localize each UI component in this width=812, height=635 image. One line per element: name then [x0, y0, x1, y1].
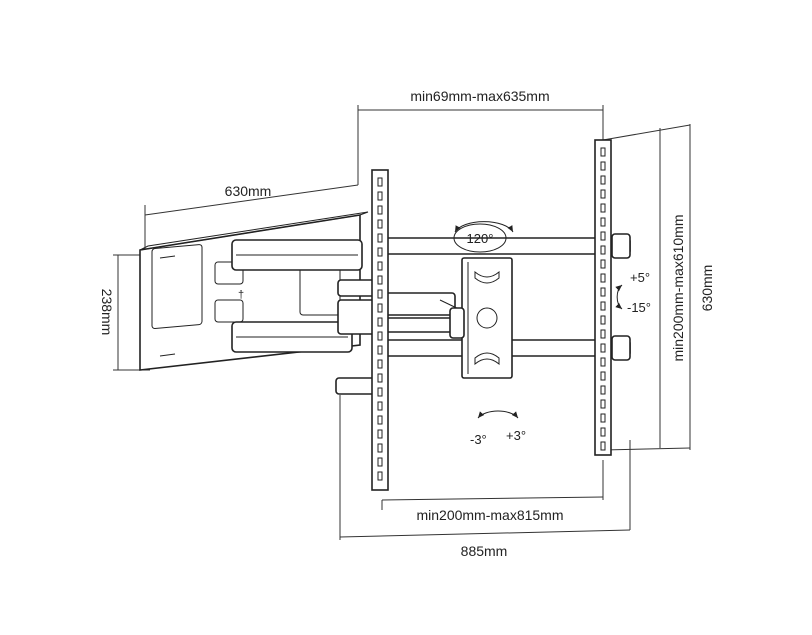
bracket-slot [377, 275, 383, 285]
bracket-slot [600, 301, 606, 311]
swivel-badge: 120° [453, 223, 507, 253]
bracket-slot [377, 205, 383, 215]
bracket-slot [377, 471, 383, 481]
bracket-slot [377, 177, 383, 187]
tilt-down-label: -15° [627, 300, 651, 315]
bracket-slot [377, 443, 383, 453]
top-width-label: min69mm-max635mm [410, 88, 549, 104]
bracket-slot [600, 161, 606, 171]
bracket-slot [377, 345, 383, 355]
bracket-slot [600, 217, 606, 227]
arm-length-label: 630mm [225, 183, 272, 199]
swivel-angle-label: 120° [467, 231, 494, 246]
bracket-slot [377, 373, 383, 383]
bracket-slot [377, 331, 383, 341]
svg-text:†: † [238, 289, 244, 301]
overall-width-label: 885mm [461, 543, 508, 559]
center-plate [449, 257, 513, 379]
bracket-slot [600, 175, 606, 185]
wall-plate-height-label: 238mm [99, 289, 115, 336]
overall-height-label: 630mm [699, 265, 715, 312]
bracket-slot [600, 231, 606, 241]
bracket-slot [377, 359, 383, 369]
bracket-slot [600, 287, 606, 297]
bracket-slot [377, 457, 383, 467]
bracket-slot [600, 371, 606, 381]
bracket-slot [600, 273, 606, 283]
tilt-up-label: +5° [630, 270, 650, 285]
bracket-slot [377, 261, 383, 271]
bracket-slot [600, 441, 606, 451]
bracket-slot [600, 343, 606, 353]
bracket-slot [377, 401, 383, 411]
bracket-slot [377, 429, 383, 439]
rotation-arrows [454, 221, 623, 419]
horizontal-range-label: min200mm-max815mm [416, 507, 563, 523]
bracket-slot [600, 413, 606, 423]
bracket-slot [377, 247, 383, 257]
bracket-slot [600, 357, 606, 367]
bracket-slot [600, 399, 606, 409]
bracket-slot [600, 385, 606, 395]
bracket-slot [600, 427, 606, 437]
vertical-range-label: min200mm-max610mm [670, 214, 686, 361]
bracket-slot [377, 303, 383, 313]
bracket-slot [377, 317, 383, 327]
articulating-arms [231, 239, 466, 353]
bracket-slot [377, 191, 383, 201]
bracket-slot [377, 289, 383, 299]
dimension-lines [113, 105, 691, 540]
level-left-label: -3° [470, 432, 487, 447]
bracket-slot [377, 387, 383, 397]
bracket-slot [600, 329, 606, 339]
bracket-slot [377, 415, 383, 425]
level-right-label: +3° [506, 428, 526, 443]
bracket-slot [600, 245, 606, 255]
bracket-slot [377, 219, 383, 229]
bracket-slot [600, 315, 606, 325]
bracket-slot [600, 259, 606, 269]
vertical-brackets [371, 139, 612, 491]
bracket-slot [377, 233, 383, 243]
bracket-slot [600, 203, 606, 213]
bracket-slot [600, 147, 606, 157]
bracket-slot [600, 189, 606, 199]
